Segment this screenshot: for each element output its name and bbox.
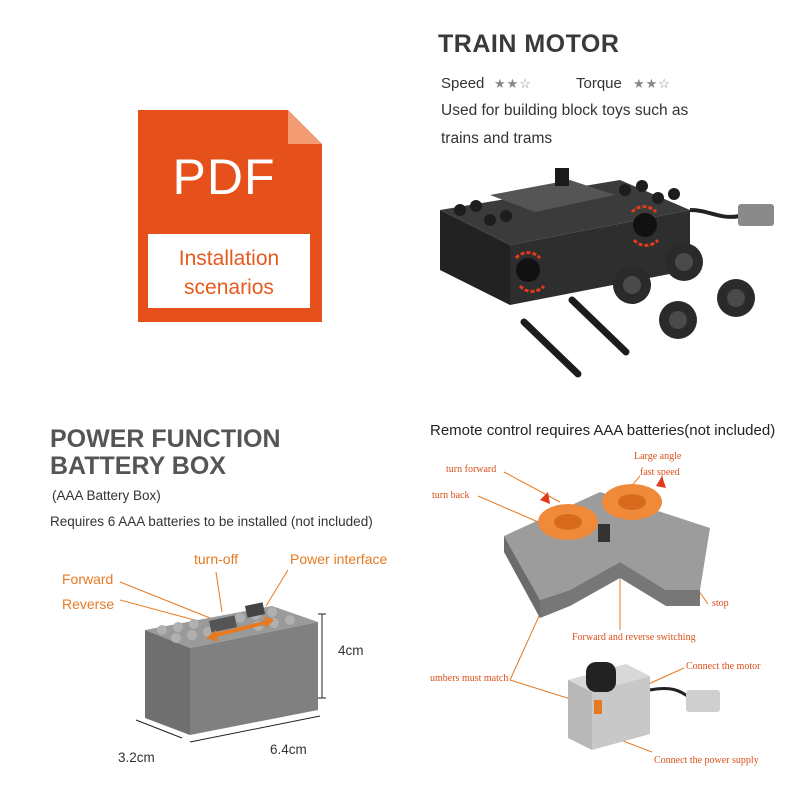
torque-stars-icon: ★★☆ <box>633 76 671 91</box>
axles-shape <box>520 296 630 378</box>
battery-box-image <box>119 569 326 743</box>
dimension-length: 6.4cm <box>270 742 307 757</box>
ann-connect-power: Connect the power supply <box>654 755 759 766</box>
pdf-subtitle-line2: scenarios <box>184 276 274 299</box>
pdf-subtitle-line1: Installation <box>178 247 280 270</box>
ann-large-angle: Large angle <box>634 451 682 462</box>
receiver-shape <box>568 662 720 750</box>
speed-stars-icon: ★★☆ <box>494 76 532 91</box>
wheels-shape <box>613 243 755 339</box>
battery-title-line2: BATTERY BOX <box>50 452 226 480</box>
dimension-width: 3.2cm <box>118 750 155 765</box>
desc-line2: trains and trams <box>441 130 553 147</box>
torque-label: Torque <box>576 75 622 92</box>
battery-title-line1: POWER FUNCTION <box>50 425 281 453</box>
ann-stop: stop <box>712 598 729 609</box>
speed-label: Speed <box>441 75 485 92</box>
ann-turn-back: turn back <box>432 490 470 501</box>
dimension-height: 4cm <box>338 643 364 658</box>
label-power-interface: Power interface <box>290 551 388 567</box>
train-motor-description: Used for building block toys such as tra… <box>441 97 731 153</box>
label-reverse: Reverse <box>62 596 115 612</box>
ann-numbers-match: umbers must match <box>430 673 509 684</box>
pdf-label: PDF <box>172 149 276 205</box>
train-motor-title: TRAIN MOTOR <box>438 30 620 58</box>
pdf-subtitle-box: Installation scenarios <box>148 234 310 308</box>
battery-box-title: POWER FUNCTION BATTERY BOX <box>50 426 350 480</box>
ann-turn-forward: turn forward <box>446 464 497 475</box>
pdf-document-card[interactable]: PDF Installation scenarios <box>138 110 322 322</box>
train-motor-image <box>440 168 774 378</box>
motor-body-shape <box>440 168 774 305</box>
desc-line1: Used for building block toys such as <box>441 102 689 119</box>
ann-connect-motor: Connect the motor <box>686 661 761 672</box>
battery-leader-lines <box>119 569 289 623</box>
battery-note: Requires 6 AAA batteries to be installed… <box>50 514 373 529</box>
remote-title: Remote control requires AAA batteries(no… <box>430 422 776 439</box>
label-forward: Forward <box>62 571 114 587</box>
ann-fast-speed: fast speed <box>640 467 680 478</box>
remote-control-image <box>477 471 720 753</box>
label-turn-off: turn-off <box>194 551 239 567</box>
ann-switching: Forward and reverse switching <box>572 632 696 643</box>
battery-subtitle: (AAA Battery Box) <box>52 488 161 503</box>
